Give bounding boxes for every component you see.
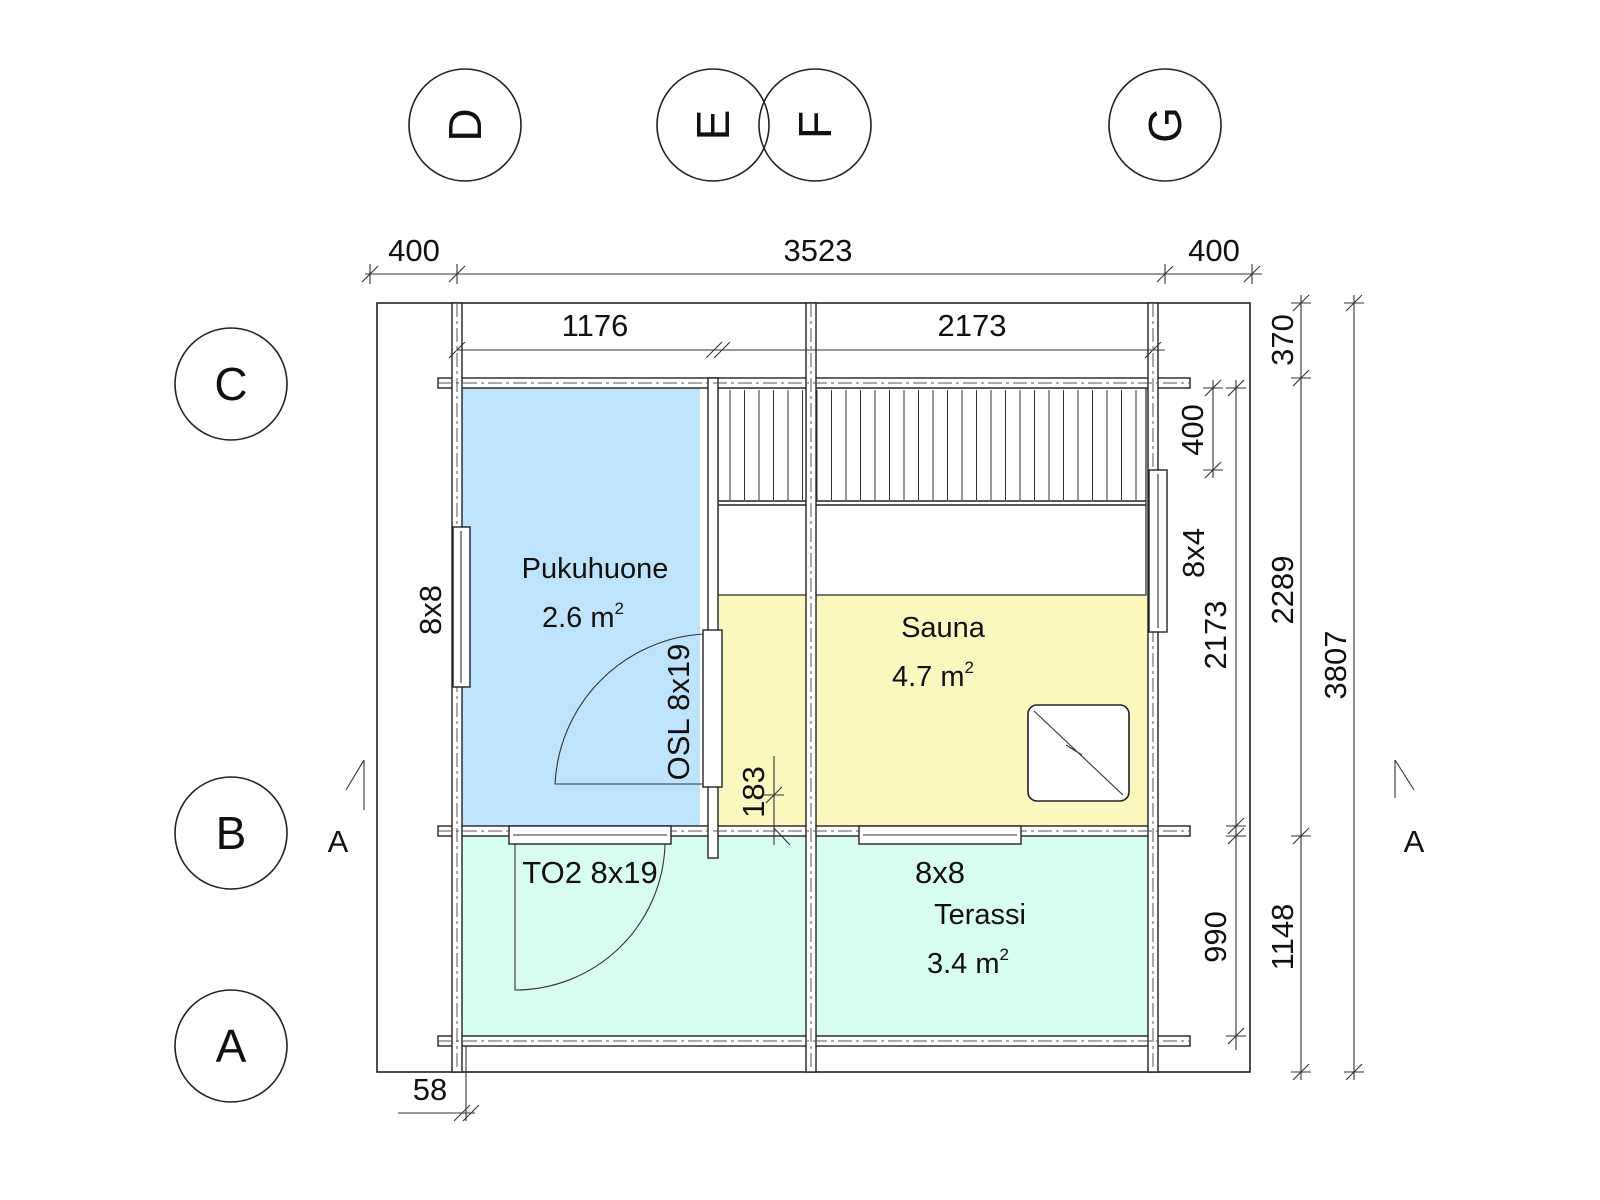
axis-label-d: D (439, 108, 491, 141)
label-door-to2: TO2 8x19 (522, 855, 658, 890)
label-window-bottom: 8x8 (915, 855, 965, 890)
room-pukuhuone-area-text: 2.6 m2 (542, 599, 624, 634)
dim-bottom-58: 58 (413, 1072, 447, 1107)
axis-label-e: E (687, 110, 739, 141)
dim-right-370: 370 (1265, 314, 1300, 366)
room-pukuhuone-area-sup: 2 (615, 599, 624, 618)
room-terassi-area-text: 3.4 m2 (927, 945, 1009, 980)
room-terassi-area-sup: 2 (1000, 945, 1009, 964)
room-terassi-area (462, 836, 1148, 1036)
dim-right-400: 400 (1175, 404, 1210, 456)
room-sauna-area-text: 4.7 m2 (892, 658, 974, 693)
section-mark-left: A (328, 824, 349, 859)
room-sauna-area-sup: 2 (965, 658, 974, 677)
dim-right-2289: 2289 (1265, 556, 1300, 625)
room-pukuhuone-name: Pukuhuone (522, 553, 669, 585)
dim-inner-left: 1176 (562, 308, 629, 343)
room-terassi-name: Terassi (934, 899, 1026, 931)
axis-label-f: F (789, 111, 841, 139)
label-window-left: 8x8 (413, 585, 448, 635)
label-door-osl: OSL 8x19 (661, 644, 696, 781)
dim-right-3807: 3807 (1318, 631, 1353, 700)
sauna-stove (1027, 704, 1130, 802)
label-window-right: 8x4 (1176, 528, 1211, 578)
dim-inner-right: 2173 (938, 308, 1007, 343)
dim-step-183: 183 (736, 766, 771, 818)
section-mark-right: A (1404, 824, 1425, 859)
axis-label-c: C (214, 358, 247, 410)
openings (452, 469, 1168, 991)
dim-right-2173: 2173 (1198, 601, 1233, 670)
dim-top-right: 400 (1188, 233, 1240, 268)
axis-label-a: A (216, 1020, 247, 1072)
axis-label-g: G (1139, 107, 1191, 143)
dim-top-left: 400 (388, 233, 440, 268)
sauna-bench (717, 387, 1147, 596)
dimension-lines (345, 264, 1415, 1122)
room-pukuhuone-area (462, 388, 700, 826)
grid-bubbles (174, 68, 1222, 1103)
axis-label-b: B (216, 807, 247, 859)
room-sauna-name: Sauna (901, 612, 986, 644)
dim-right-1148: 1148 (1265, 904, 1300, 971)
dim-right-990: 990 (1198, 911, 1233, 963)
dim-top-mid: 3523 (784, 233, 853, 268)
